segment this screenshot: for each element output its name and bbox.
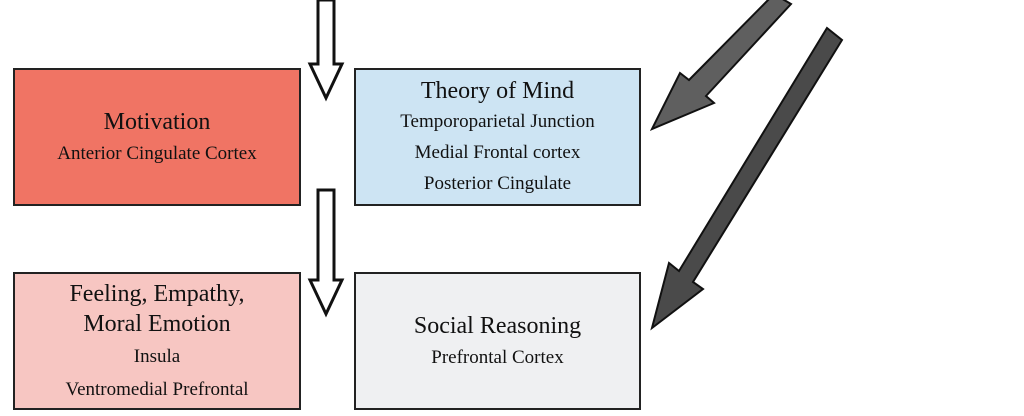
social-reasoning-box: Social Reasoning Prefrontal Cortex <box>354 272 641 410</box>
social-reasoning-title: Social Reasoning <box>413 312 582 339</box>
theory-of-mind-region-2: Medial Frontal cortex <box>414 142 581 163</box>
theory-of-mind-region-1: Temporoparietal Junction <box>400 111 595 132</box>
theory-of-mind-title: Theory of Mind <box>420 78 575 104</box>
theory-of-mind-box: Theory of Mind Temporoparietal Junction … <box>354 68 641 206</box>
down-arrow-middle <box>307 188 345 318</box>
motivation-box: Motivation Anterior Cingulate Cortex <box>13 68 301 206</box>
diagonal-arrow-to-social-reasoning <box>650 26 844 331</box>
feeling-region-2: Ventromedial Prefrontal <box>65 379 249 400</box>
feeling-title-line-1: Feeling, Empathy, <box>69 281 245 307</box>
theory-of-mind-region-3: Posterior Cingulate <box>423 173 572 194</box>
social-reasoning-region: Prefrontal Cortex <box>431 346 564 368</box>
motivation-title: Motivation <box>103 108 211 135</box>
motivation-region: Anterior Cingulate Cortex <box>57 142 257 164</box>
feeling-empathy-box: Feeling, Empathy, Moral Emotion Insula V… <box>13 272 301 410</box>
feeling-title-line-2: Moral Emotion <box>83 311 231 337</box>
feeling-region-1: Insula <box>133 346 181 367</box>
down-arrow-top <box>307 0 345 102</box>
diagonal-arrow-to-theory-of-mind <box>649 0 793 131</box>
